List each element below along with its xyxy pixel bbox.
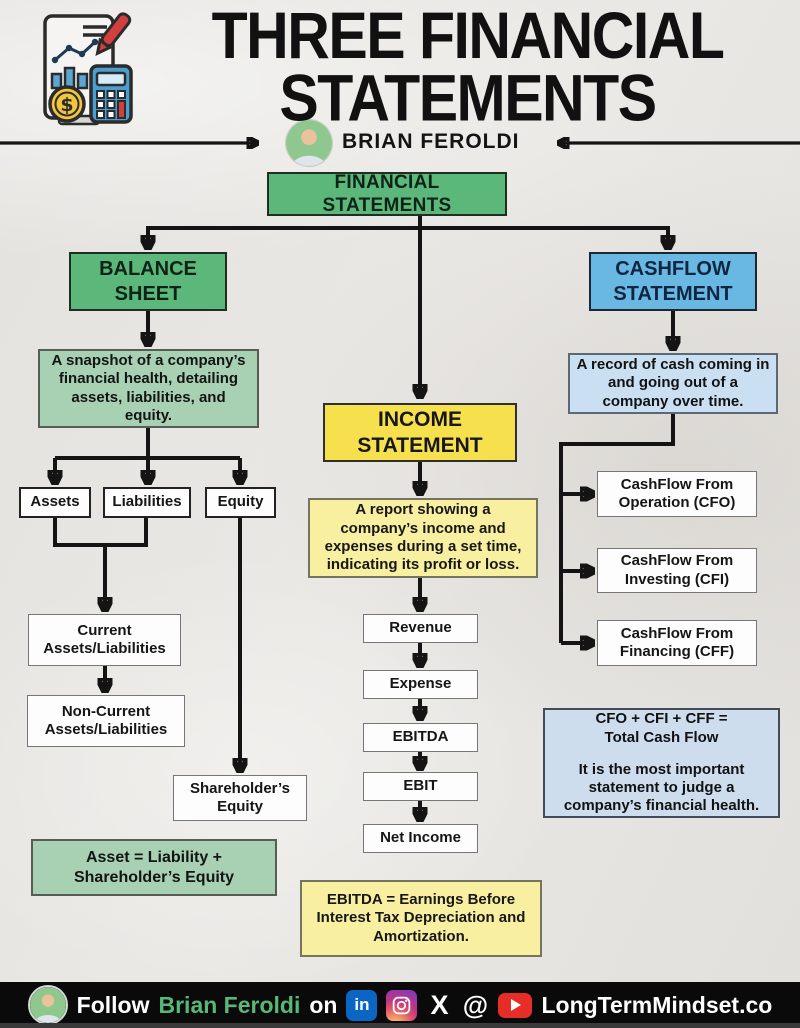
linkedin-icon: in [346, 989, 378, 1021]
footer: Follow Brian Feroldi on in X @ LongTermM… [0, 982, 800, 1028]
footer-bottom-strip [0, 1023, 800, 1028]
connector-lines [0, 0, 800, 982]
finance-doc-icon: $ [43, 12, 133, 126]
page-title-line1: THREE FINANCIAL [211, 0, 725, 73]
footer-on-label: on [309, 991, 338, 1018]
page-title-line2: STATEMENTS [279, 61, 657, 136]
shareholders-equity-node: Shareholder’s Equity [173, 775, 307, 821]
ebitda-definition: EBITDA = Earnings Before Interest Tax De… [300, 880, 542, 957]
footer-author-name: Brian Feroldi [158, 991, 301, 1018]
balance-sheet-formula: Asset = Liability + Shareholder’s Equity [31, 839, 277, 896]
ebitda-node: EBITDA [363, 723, 478, 752]
footer-site: LongTermMindset.co [541, 991, 773, 1018]
liabilities-node: Liabilities [103, 487, 191, 518]
cashflow-summary-formula: CFO + CFI + CFF = Total Cash Flow [595, 710, 728, 746]
cfi-node: CashFlow From Investing (CFI) [597, 548, 757, 593]
threads-icon: @ [462, 989, 489, 1020]
author-name: BRIAN FEROLDI [342, 130, 520, 153]
balance-sheet-node: BALANCE SHEET [69, 252, 227, 311]
cashflow-statement-description: A record of cash coming in and going out… [568, 353, 778, 414]
revenue-node: Revenue [363, 614, 478, 643]
cfo-node: CashFlow From Operation (CFO) [597, 471, 757, 517]
income-statement-node: INCOME STATEMENT [323, 403, 517, 462]
equity-node: Equity [205, 487, 276, 518]
expense-node: Expense [363, 670, 478, 699]
page-title: THREE FINANCIAL STATEMENTS [140, 0, 795, 136]
youtube-icon [498, 992, 533, 1018]
net-income-node: Net Income [363, 824, 478, 853]
cashflow-summary: CFO + CFI + CFF = Total Cash Flow It is … [543, 708, 780, 818]
author-avatar [286, 120, 332, 166]
svg-text:$: $ [60, 94, 73, 116]
financial-statements-node: FINANCIAL STATEMENTS [267, 172, 507, 216]
cashflow-statement-node: CASHFLOW STATEMENT [589, 252, 757, 311]
x-icon: X [430, 989, 449, 1020]
instagram-icon [386, 989, 418, 1021]
income-statement-description: A report showing a company’s income and … [308, 498, 538, 578]
non-current-assets-liabilities-node: Non-Current Assets/Liabilities [27, 695, 185, 747]
assets-node: Assets [19, 487, 91, 518]
cashflow-summary-note: It is the most important statement to ju… [563, 760, 760, 815]
balance-sheet-description: A snapshot of a company’s financial heal… [38, 349, 259, 428]
footer-avatar [27, 985, 68, 1025]
cff-node: CashFlow From Financing (CFF) [597, 620, 757, 666]
footer-follow-label: Follow [76, 991, 150, 1018]
ebit-node: EBIT [363, 772, 478, 801]
current-assets-liabilities-node: Current Assets/Liabilities [28, 614, 181, 666]
